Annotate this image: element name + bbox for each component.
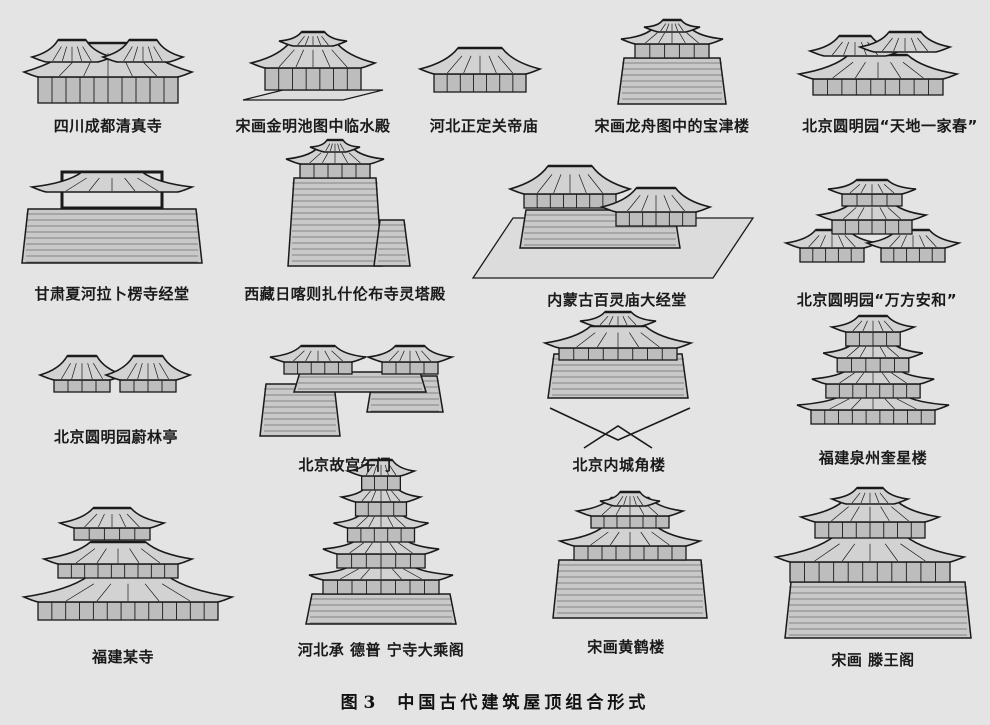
building-sketch-7 [471,164,755,279]
building-sketch-13 [21,506,235,621]
caption-7: 内蒙古百灵庙大经堂 [547,291,687,309]
caption-5: 甘肃夏河拉卜楞寺经堂 [34,285,190,303]
building-sketch-3 [617,18,727,105]
building-sketch-11 [542,310,694,449]
caption-14: 河北承 德普 宁寺大乘阁 [297,641,465,659]
building-sketch-15 [552,490,708,619]
caption-13: 福建某寺 [91,648,155,666]
figure-number: 图 3 [340,693,376,713]
caption-8: 北京圆明园“万方安和” [796,291,958,309]
caption-16: 宋画 滕王阁 [831,651,915,669]
caption-10: 北京故宫午门 [298,456,392,474]
building-sketch-4 [796,30,960,96]
figure-title: 中国古代建筑屋顶组合形式 [397,693,650,713]
caption-11: 北京内城角楼 [572,456,666,474]
building-sketch-8 [783,178,962,263]
building-sketch-0 [21,38,195,104]
building-sketch-1 [242,30,384,101]
building-sketch-12 [796,314,950,425]
caption-4: 北京圆明园“天地一家春” [802,117,978,135]
caption-6: 西藏日喀则扎什伦布寺灵塔殿 [244,285,446,303]
building-sketch-16 [773,486,972,639]
building-sketch-14 [305,458,457,625]
building-sketch-10 [259,344,456,437]
building-sketch-5 [21,170,203,264]
caption-0: 四川成都清真寺 [53,117,163,135]
building-sketch-6 [285,138,411,267]
building-sketch-2 [417,46,543,93]
caption-3: 宋画龙舟图中的宝津楼 [594,117,750,135]
building-sketch-9 [37,354,193,393]
caption-12: 福建泉州奎星楼 [818,449,928,467]
figure-caption: 图 3 中国古代建筑屋顶组合形式 [341,688,650,713]
caption-9: 北京圆明园蔚林亭 [53,428,179,446]
caption-2: 河北正定关帝庙 [429,117,539,135]
caption-15: 宋画黄鹤楼 [587,638,665,656]
caption-1: 宋画金明池图中临水殿 [235,117,391,135]
